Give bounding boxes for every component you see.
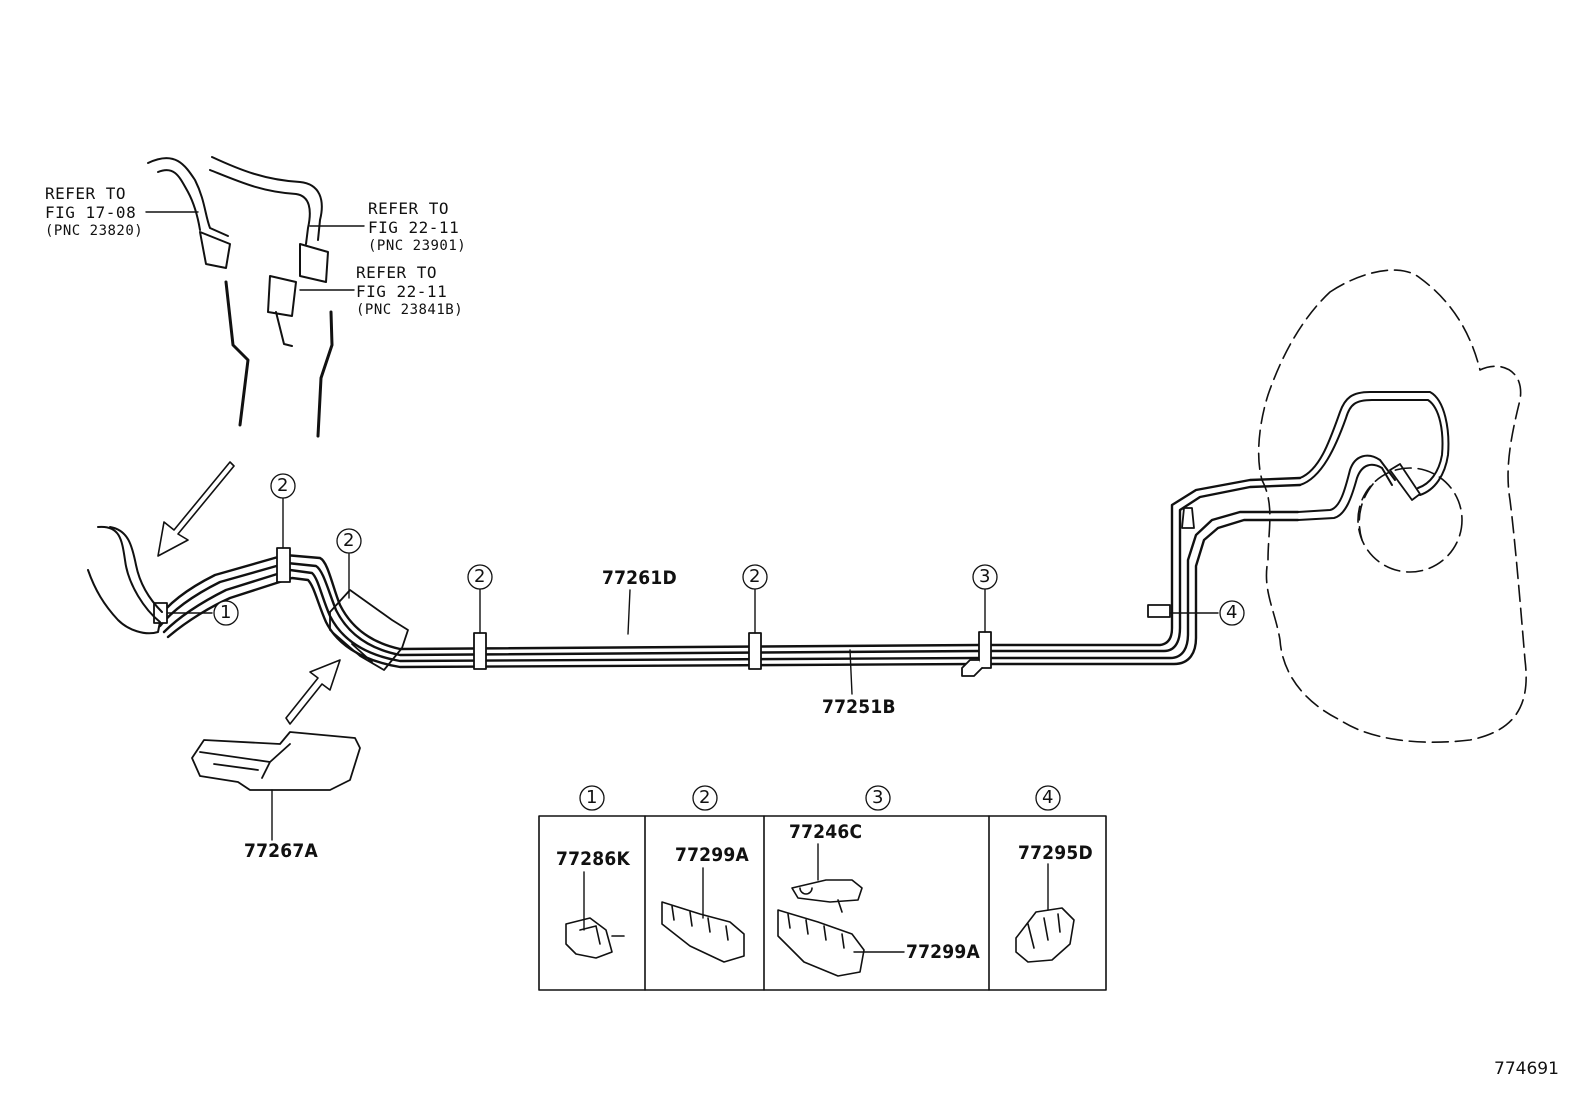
callout-circles	[213, 473, 1245, 811]
clamp-shapes	[153, 547, 1171, 677]
callout-number: 4	[1226, 602, 1238, 623]
line-connector	[1181, 507, 1195, 529]
tank-line-upper	[1299, 391, 1450, 496]
top-hoses	[147, 156, 329, 347]
top-lines	[224, 280, 334, 438]
ref-line: FIG 22-11	[368, 218, 460, 237]
ref-line: (PNC 23820)	[45, 223, 144, 239]
line-protector	[329, 589, 409, 671]
parts-table	[538, 815, 1107, 991]
ref-line: (PNC 23841B)	[356, 302, 464, 318]
leader-lines	[145, 211, 1219, 953]
callout-number: 2	[343, 530, 355, 551]
left-hose	[87, 525, 161, 635]
ref-line: (PNC 23901)	[368, 238, 467, 254]
reference-note-1: REFER TO FIG 17-08 (PNC 23820)	[45, 184, 143, 241]
callout-number: 2	[474, 566, 486, 587]
ref-line: FIG 17-08	[45, 203, 137, 222]
part-number-77267a: 77267A	[244, 840, 318, 862]
fuel-tank-outline	[1257, 269, 1527, 744]
ref-line: REFER TO	[356, 263, 438, 282]
arrow-to-hose	[157, 461, 235, 557]
table-part-drawings	[565, 879, 1075, 977]
arrow-to-protector	[285, 659, 341, 725]
part-number-77299a: 77299A	[675, 844, 749, 866]
reference-note-3: REFER TO FIG 22-11 (PNC 23841B)	[356, 263, 463, 320]
part-number-77261d: 77261D	[602, 567, 677, 589]
part-number-77286k: 77286K	[556, 848, 630, 870]
callout-number: 2	[749, 566, 761, 587]
ref-line: REFER TO	[45, 184, 127, 203]
tank-line-lower-2	[1297, 463, 1393, 521]
bracket-77267a	[191, 731, 361, 791]
tank-line-upper-2	[1299, 399, 1444, 489]
figure-id: 774691	[1494, 1059, 1559, 1079]
table-header-number: 2	[699, 787, 711, 808]
ref-line: REFER TO	[368, 199, 450, 218]
part-number-77299a-2: 77299A	[906, 941, 980, 963]
callout-number: 1	[220, 602, 232, 623]
table-header-number: 3	[872, 787, 884, 808]
table-header-number: 1	[586, 787, 598, 808]
reference-note-2: REFER TO FIG 22-11 (PNC 23901)	[368, 199, 466, 256]
part-number-77295d: 77295D	[1018, 842, 1093, 864]
ref-line: FIG 22-11	[356, 282, 448, 301]
callout-number: 3	[979, 566, 991, 587]
part-number-77246c: 77246C	[789, 821, 863, 843]
callout-number: 2	[277, 475, 289, 496]
tank-connector	[1389, 463, 1421, 501]
part-number-77251b: 77251B	[822, 696, 896, 718]
brake-line-77261d	[154, 476, 1302, 657]
tank-line-lower	[1297, 454, 1396, 513]
table-header-number: 4	[1042, 787, 1054, 808]
